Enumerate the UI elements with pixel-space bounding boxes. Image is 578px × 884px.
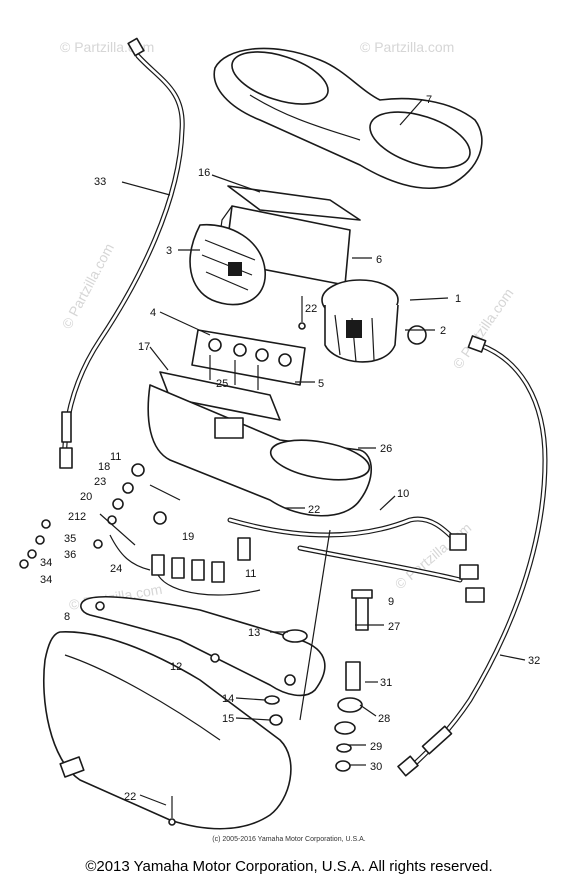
screw-22-lower: [168, 796, 176, 826]
speedometer-assembly: [189, 223, 266, 306]
mount-hardware: [334, 589, 373, 772]
callout-29: 29: [370, 741, 382, 753]
callout-26: 26: [380, 443, 392, 455]
callout-21: 21: [68, 511, 80, 523]
small-fasteners: [19, 463, 167, 571]
callout-20: 20: [80, 491, 92, 503]
callout-35: 35: [64, 533, 76, 545]
callout-6: 6: [376, 254, 382, 266]
callout-11a: 11: [110, 451, 121, 463]
speedometer-cable-left: [59, 37, 185, 469]
callout-27: 27: [388, 621, 400, 633]
callout-31: 31: [380, 677, 392, 689]
callout-1: 1: [455, 293, 461, 305]
callout-25: 25: [216, 378, 228, 390]
callout-8: 8: [64, 611, 70, 623]
stay-rod-9: [299, 529, 331, 721]
callout-18: 18: [98, 461, 110, 473]
meter-upper-cover: [213, 47, 483, 189]
callout-16: 16: [198, 167, 210, 179]
nut-15: [269, 714, 283, 726]
callout-4: 4: [150, 307, 156, 319]
callout-24: 24: [110, 563, 122, 575]
callout-14: 14: [222, 693, 234, 705]
screw-22-upper: [298, 296, 306, 330]
indicator-bulb-plate: [191, 329, 306, 390]
callout-30: 30: [370, 761, 382, 773]
callout-2: 2: [440, 325, 446, 337]
callout-10: 10: [397, 488, 409, 500]
callout-2b: 2: [80, 511, 86, 523]
callout-9: 9: [388, 596, 394, 608]
meter-bracket: [80, 595, 326, 697]
callout-34a: 34: [40, 557, 52, 569]
callout-12: 12: [170, 661, 182, 673]
callout-19: 19: [182, 531, 194, 543]
wire-harness: [227, 516, 485, 603]
tachometer-assembly: [321, 279, 427, 363]
bulb-sockets: [151, 537, 261, 596]
watermark-top-right: © Partzilla.com: [360, 39, 454, 55]
small-copyright: (c) 2005-2016 Yamaha Motor Corporation, …: [212, 836, 366, 843]
callout-22c: 22: [124, 791, 136, 803]
callout-22a: 22: [305, 303, 317, 315]
callout-11b: 11: [245, 568, 256, 580]
meter-lower-case: [147, 384, 372, 517]
callout-23: 23: [94, 476, 106, 488]
callout-17: 17: [138, 341, 150, 353]
callout-33: 33: [94, 176, 106, 188]
callout-36: 36: [64, 549, 76, 561]
watermark-left-diagonal: © Partzilla.com: [59, 241, 117, 332]
callout-7: 7: [426, 94, 432, 106]
meter-bottom-cover: [42, 631, 292, 830]
callout-34b: 34: [40, 574, 52, 586]
callout-3: 3: [166, 245, 172, 257]
gasket-16: [227, 185, 361, 221]
tachometer-cable-right: [397, 335, 548, 777]
callout-28: 28: [378, 713, 390, 725]
callout-15: 15: [222, 713, 234, 725]
callout-22b: 22: [308, 504, 320, 516]
callout-13: 13: [248, 627, 260, 639]
plate-17: [159, 371, 281, 421]
damper-13: [282, 629, 308, 643]
washer-14: [264, 695, 280, 705]
callout-32: 32: [528, 655, 540, 667]
callout-labels: 1 2 2 3 4 5 6 7 8 9 10 11 11 12 13 14 15…: [40, 94, 540, 803]
callout-5: 5: [318, 378, 324, 390]
footer-copyright: ©2013 Yamaha Motor Corporation, U.S.A. A…: [85, 858, 493, 875]
leader-lines: [99, 99, 526, 806]
